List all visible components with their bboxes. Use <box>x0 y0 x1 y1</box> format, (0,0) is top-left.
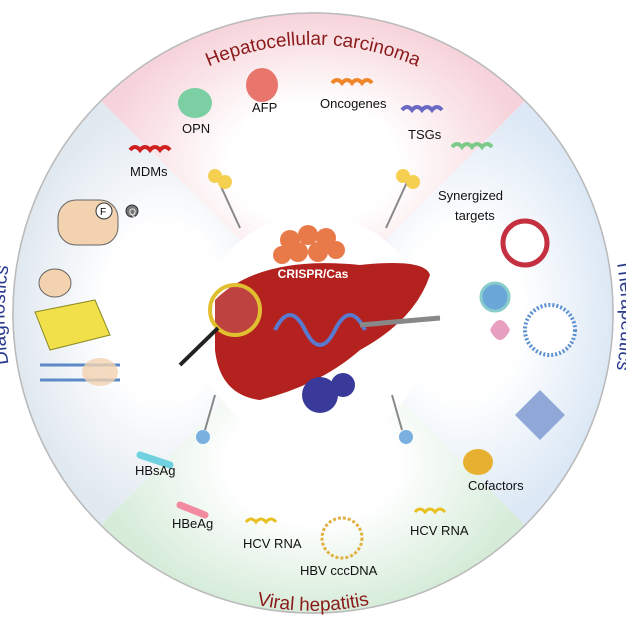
dna-nanostructure-icon <box>515 390 565 440</box>
label-targets: targets <box>455 208 495 223</box>
nanoparticle-icon <box>479 281 511 313</box>
label-oncogenes: Oncogenes <box>320 96 387 111</box>
diagnostics-items: F Q <box>34 199 139 386</box>
viral-items: HBsAg HBeAg HCV RNA HBV cccDNA HCV RNA C… <box>135 394 524 578</box>
label-mdms: MDMs <box>130 164 168 179</box>
synergized-rna-icon <box>450 142 494 151</box>
hbsag-icon <box>136 451 174 469</box>
tsg-rna-icon <box>400 105 444 114</box>
magnifier-icon <box>208 283 262 337</box>
label-cofactors: Cofactors <box>468 478 524 493</box>
afp-protein-icon <box>246 68 278 102</box>
hcc-items: MDMs OPN AFP Oncogenes TSGs Synergized t… <box>128 68 503 229</box>
dna-helix-icon <box>273 313 367 347</box>
opn-protein-icon <box>178 88 212 118</box>
label-hcv-rna-right: HCV RNA <box>410 523 469 538</box>
label-afp: AFP <box>252 100 277 115</box>
virus-vector-icon <box>500 218 550 268</box>
therapeutics-items <box>479 218 577 440</box>
tumor-icon <box>273 225 345 264</box>
label-tsgs: TSGs <box>408 127 442 142</box>
quencher-label: Q <box>129 207 136 217</box>
rnp-icon <box>490 320 510 340</box>
virus-icon <box>302 377 338 413</box>
liver-illustration: CRISPR/Cas <box>178 225 441 413</box>
crispr-cas-label: CRISPR/Cas <box>278 267 349 281</box>
label-hbsag: HBsAg <box>135 463 175 478</box>
cofactor-protein-icon <box>463 449 493 475</box>
hcv-rna-icon <box>244 517 278 525</box>
liposome-icon <box>523 303 577 357</box>
probe-icon <box>196 430 210 444</box>
oncogene-rna-icon <box>330 78 374 87</box>
label-hbv-cccdna: HBV cccDNA <box>300 563 378 578</box>
label-opn: OPN <box>182 121 210 136</box>
liver-icon <box>215 262 430 400</box>
viral-sector <box>101 313 525 613</box>
cccdna-icon <box>320 516 364 560</box>
mdm-rna-icon <box>128 145 172 154</box>
probe-icon <box>399 430 413 444</box>
probe-icon <box>385 179 409 229</box>
sensor-chip-icon <box>34 299 111 351</box>
label-synergized: Synergized <box>438 188 503 203</box>
label-hbeag: HBeAg <box>172 516 213 531</box>
hcv-rna-icon <box>413 507 447 515</box>
label-hcv-rna-left: HCV RNA <box>243 536 302 551</box>
title-therapeutics: Therapeutics <box>612 258 626 373</box>
hbeag-icon <box>176 501 209 519</box>
syringe-icon <box>359 315 441 328</box>
title-diagnostics: Diagnostics <box>0 264 13 367</box>
fluorophore-label: F <box>100 207 106 218</box>
